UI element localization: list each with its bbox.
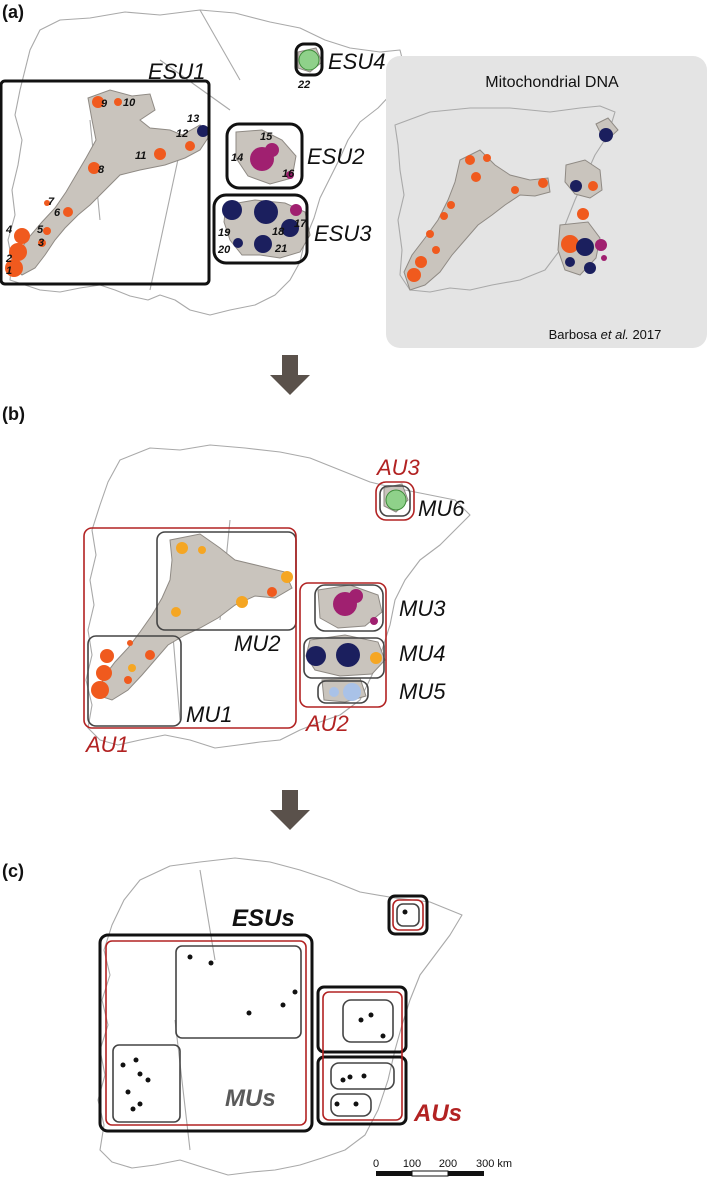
aus-box-west [105,940,307,1126]
svg-text:11: 11 [135,150,146,162]
au2-label: AU2 [304,711,349,736]
esu3-box [212,193,309,265]
svg-text:13: 13 [187,113,199,125]
inset-iberia-coastline [394,105,616,293]
mus-box-5 [330,1093,372,1117]
scale-tick-100: 100 [403,1158,421,1170]
mu4-label: MU4 [399,641,445,666]
esus-box-east-north [316,985,408,1054]
mus-box-6 [396,903,420,927]
svg-text:5: 5 [37,224,44,236]
mu1-box [87,635,182,727]
svg-text:14: 14 [231,152,243,164]
au1-box [83,527,297,729]
esu2-label: ESU2 [307,144,364,169]
esu4-box [294,42,324,77]
scale-tick-0: 0 [373,1158,379,1170]
au3-label: AU3 [375,455,421,480]
svg-text:16: 16 [282,168,295,180]
mu6-box [379,485,411,517]
svg-text:4: 4 [5,224,12,236]
inset-title: Mitochondrial DNA [485,74,619,91]
panel-b-population-points [91,489,407,701]
panel-b-range-west [99,533,293,701]
mus-box-4 [330,1062,395,1090]
mus-box-1 [112,1044,181,1123]
panel-b-label: (b) [2,404,25,424]
panel-a-range-esu3 [223,199,311,259]
svg-text:19: 19 [218,227,231,239]
mu2-label: MU2 [234,631,280,656]
aus-box-northeast [392,899,424,931]
esu1-box [0,79,211,286]
svg-text:1: 1 [6,265,12,277]
mu4-box [303,637,385,679]
svg-text:10: 10 [123,97,136,109]
aus-box-east [322,991,403,1121]
esu3-label: ESU3 [314,221,372,246]
panel-a-population-labels: 1 2 3 4 5 6 7 8 9 10 11 12 13 14 15 16 1… [5,79,310,277]
svg-text:20: 20 [217,244,231,256]
inset-mtdna-points [407,128,613,282]
esus-box-west [98,933,314,1133]
panel-a: (a) Mitochondrial DNA [0,2,707,348]
au1-label: AU1 [84,732,129,757]
svg-text:3: 3 [38,237,44,249]
svg-text:15: 15 [260,131,273,143]
mus-label: MUs [225,1085,276,1112]
scale-tick-300km: 300 km [476,1158,512,1170]
mus-box-3 [342,999,394,1043]
esu1-label: ESU1 [148,59,205,84]
scale-bar: 0 100 200 300 km [373,1158,512,1177]
esus-box-northeast [387,894,429,936]
scale-tick-200: 200 [439,1158,457,1170]
svg-text:8: 8 [98,164,105,176]
esus-label: ESUs [232,905,295,932]
aus-label: AUs [413,1100,462,1127]
panel-c: (c) [2,857,512,1177]
mu6-label: MU6 [418,496,465,521]
panel-a-population-points [5,49,320,277]
mu1-label: MU1 [186,702,232,727]
panel-a-borders [89,9,241,291]
esu2-box [225,122,304,190]
svg-text:6: 6 [54,207,61,219]
svg-text:18: 18 [272,226,285,238]
mu5-box [317,680,369,704]
au3-box [375,481,415,521]
panel-a-inset-background [386,56,707,348]
inset-citation: Barbosa et al. 2017 [549,327,662,342]
svg-text:9: 9 [101,98,108,110]
arrow-b-to-c [270,790,310,830]
panel-c-label: (c) [2,861,24,881]
mu3-label: MU3 [399,596,446,621]
svg-text:21: 21 [274,243,287,255]
au2-box [299,582,387,708]
svg-text:7: 7 [48,196,55,208]
svg-text:22: 22 [297,79,310,91]
esu4-label: ESU4 [328,49,385,74]
panel-b: (b) [2,404,471,757]
mus-box-2 [175,945,302,1039]
svg-text:12: 12 [176,128,188,140]
esus-box-east-south [316,1055,408,1126]
panel-a-range-west [13,89,211,276]
mu5-label: MU5 [399,679,446,704]
panel-b-iberia-coastline [85,444,471,749]
panel-c-population-dots [120,909,408,1112]
svg-text:17: 17 [294,218,307,230]
svg-text:2: 2 [5,253,12,265]
arrow-a-to-b [270,355,310,395]
mu3-box [314,584,384,632]
panel-c-borders [174,869,216,1151]
panel-a-label: (a) [2,2,24,22]
